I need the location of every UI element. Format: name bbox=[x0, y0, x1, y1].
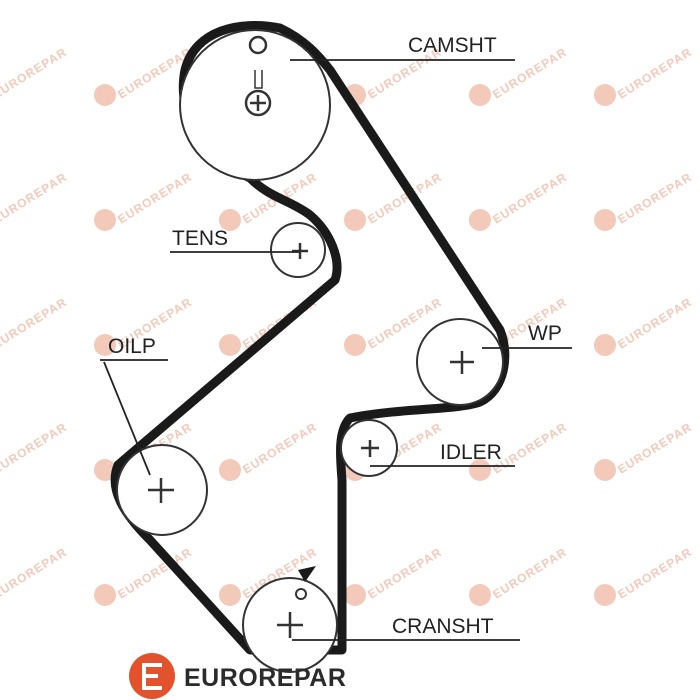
eurorepar-e-logo-icon bbox=[94, 84, 116, 106]
water-pump-pulley bbox=[416, 318, 504, 406]
watermark-text: EUROREPAR bbox=[0, 45, 70, 102]
eurorepar-e-logo-icon bbox=[344, 584, 366, 606]
idler-label: IDLER bbox=[440, 441, 502, 464]
watermark-mark: EUROREPAR bbox=[0, 170, 70, 227]
eurorepar-e-logo-icon bbox=[94, 209, 116, 231]
idler-pulley bbox=[340, 419, 398, 477]
camshaft-label: CAMSHT bbox=[408, 34, 497, 57]
watermark-text: EUROREPAR bbox=[490, 420, 569, 477]
watermark-text: EUROREPAR bbox=[115, 170, 194, 227]
tensioner-center-icon bbox=[292, 243, 308, 259]
watermark-text: EUROREPAR bbox=[615, 545, 694, 602]
watermark-mark: EUROREPAR bbox=[0, 45, 70, 102]
eurorepar-e-logo-icon bbox=[94, 584, 116, 606]
watermark-text: EUROREPAR bbox=[490, 545, 569, 602]
water-pump-center-icon bbox=[450, 351, 474, 374]
watermark-mark: EUROREPAR bbox=[344, 545, 445, 606]
tensioner-pulley bbox=[270, 222, 326, 278]
eurorepar-e-logo-icon bbox=[94, 334, 116, 356]
watermark-mark: EUROREPAR bbox=[0, 420, 70, 477]
watermark-text: EUROREPAR bbox=[615, 45, 694, 102]
timing-arrow-icon bbox=[298, 566, 316, 582]
eurorepar-e-logo-icon bbox=[94, 459, 116, 481]
watermark-layer: EUROREPAR EUROREPAR EUROREPAR EUROREPAR EURO… bbox=[0, 45, 695, 606]
eurorepar-e-logo-icon bbox=[594, 84, 616, 106]
watermark-text: EUROREPAR bbox=[0, 295, 70, 352]
eurorepar-e-logo-icon bbox=[219, 209, 241, 231]
eurorepar-e-logo-icon bbox=[594, 209, 616, 231]
eurorepar-e-logo-icon bbox=[594, 459, 616, 481]
eurorepar-e-logo-icon bbox=[344, 209, 366, 231]
eurorepar-e-logo-icon bbox=[594, 334, 616, 356]
watermark-text: EUROREPAR bbox=[0, 420, 70, 477]
oil-pump-label: OILP bbox=[108, 335, 156, 358]
watermark-mark: EUROREPAR bbox=[0, 545, 70, 602]
eurorepar-e-logo-icon bbox=[594, 584, 616, 606]
watermark-text: EUROREPAR bbox=[490, 170, 569, 227]
watermark-mark: EUROREPAR bbox=[0, 295, 70, 352]
crankshaft-center-icon bbox=[277, 612, 303, 638]
watermark-text: EUROREPAR bbox=[0, 545, 70, 602]
crankshaft-label: CRANSHT bbox=[392, 615, 494, 638]
watermark-mark: EUROREPAR bbox=[219, 420, 320, 481]
crankshaft-pulley bbox=[242, 566, 338, 673]
eurorepar-e-logo-icon bbox=[344, 334, 366, 356]
eurorepar-e-logo-icon bbox=[219, 584, 241, 606]
eurorepar-e-logo-icon bbox=[469, 459, 491, 481]
eurorepar-e-logo-icon bbox=[219, 334, 241, 356]
water-pump-label: WP bbox=[528, 322, 562, 345]
timing-mark-icon bbox=[248, 35, 268, 55]
watermark-mark: EUROREPAR bbox=[594, 45, 695, 106]
watermark-text: EUROREPAR bbox=[615, 170, 694, 227]
brand-name: EUROREPAR bbox=[184, 664, 346, 692]
watermark-text: EUROREPAR bbox=[615, 420, 694, 477]
watermark-text: EUROREPAR bbox=[0, 170, 70, 227]
watermark-text: EUROREPAR bbox=[240, 420, 319, 477]
oil-pump-center-icon bbox=[148, 478, 174, 503]
eurorepar-e-logo-icon bbox=[469, 584, 491, 606]
watermark-mark: EUROREPAR bbox=[594, 545, 695, 606]
watermark-mark: EUROREPAR bbox=[469, 545, 570, 606]
eurorepar-e-logo-icon bbox=[469, 84, 491, 106]
watermark-mark: EUROREPAR bbox=[594, 295, 695, 356]
brand-logo: EUROREPAR bbox=[129, 653, 346, 699]
camshaft-pulley bbox=[179, 29, 331, 181]
idler-center-icon bbox=[361, 440, 379, 457]
eurorepar-e-logo-icon bbox=[469, 209, 491, 231]
oil-pump-pulley bbox=[116, 444, 208, 536]
watermark-mark: EUROREPAR bbox=[594, 420, 695, 481]
leader-lines bbox=[100, 59, 572, 641]
watermark-mark: EUROREPAR bbox=[94, 170, 195, 231]
tensioner-label: TENS bbox=[172, 227, 228, 250]
watermark-text: EUROREPAR bbox=[490, 45, 569, 102]
watermark-text: EUROREPAR bbox=[365, 545, 444, 602]
watermark-mark: EUROREPAR bbox=[594, 170, 695, 231]
watermark-mark: EUROREPAR bbox=[469, 170, 570, 231]
eurorepar-e-logo-icon bbox=[219, 459, 241, 481]
watermark-text: EUROREPAR bbox=[615, 295, 694, 352]
